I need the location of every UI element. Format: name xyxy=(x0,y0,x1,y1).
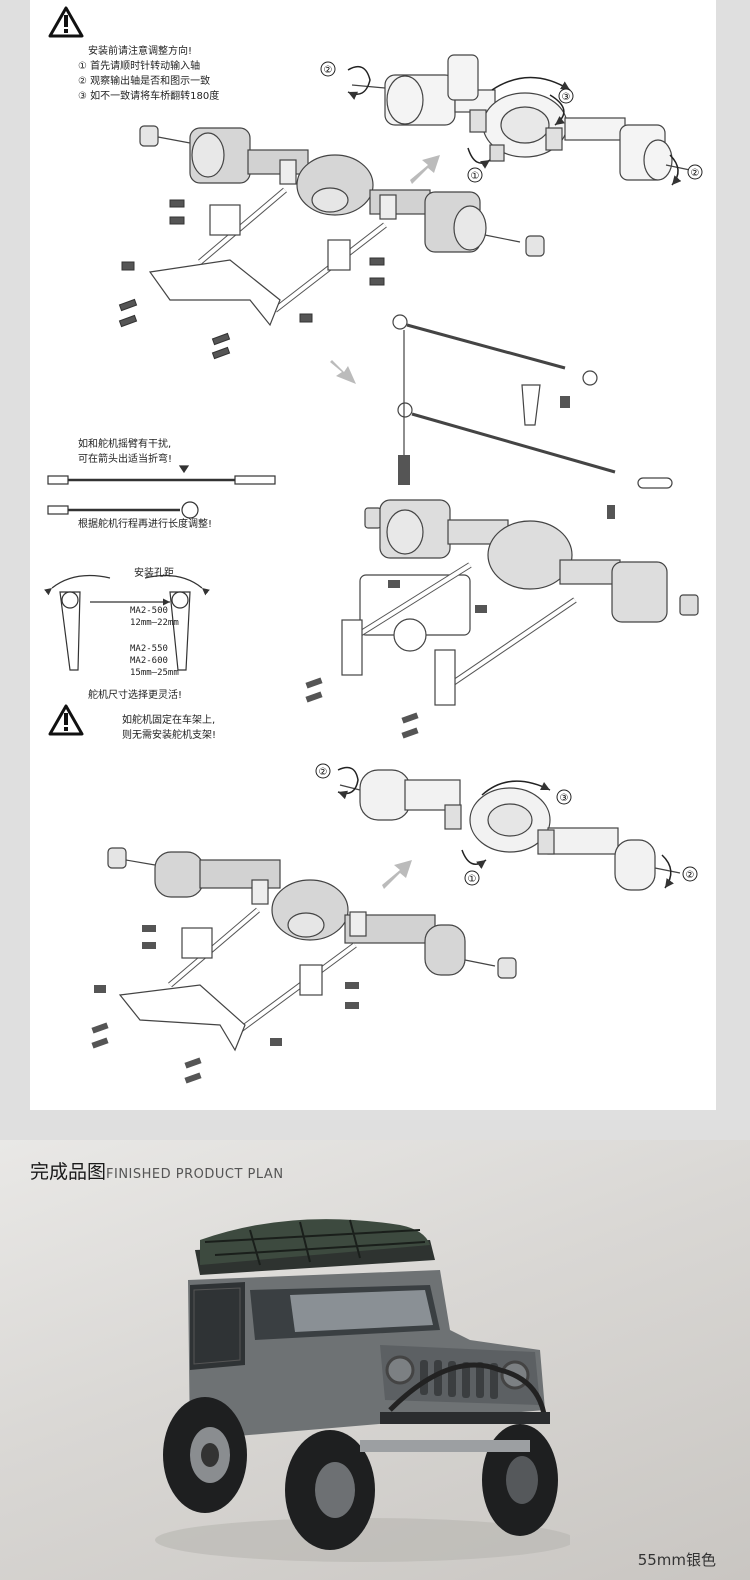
screws-group-3 xyxy=(91,925,359,1084)
spec-a-range: 12mm—22mm xyxy=(130,618,179,628)
steering-assembly-figure xyxy=(341,314,699,706)
wheels xyxy=(163,1397,558,1550)
assembly-drawings: ② ③ ① ② xyxy=(44,6,703,1084)
callout-2-c: ② xyxy=(319,767,328,778)
bend-note-line-2: 可在箭头出适当折弯! xyxy=(78,454,173,465)
callout-2-d: ② xyxy=(686,870,695,881)
mount-note-line-2: 则无需安装舵机支架! xyxy=(122,730,217,741)
screws-group-1 xyxy=(118,199,385,360)
servo-note: 舵机尺寸选择更灵活! xyxy=(88,690,183,701)
hole-pitch-title: 安装孔距 xyxy=(134,568,174,579)
rotation-arrows-2 xyxy=(337,766,674,889)
bend-note: 如和舵机摇臂有干扰, 可在箭头出适当折弯! xyxy=(78,437,172,467)
mount-note: 如舵机固定在车架上, 则无需安装舵机支架! xyxy=(122,713,216,743)
rotation-arrows-1 xyxy=(347,65,682,186)
section-title: 完成品图FINISHED PRODUCT PLAN xyxy=(30,1157,284,1184)
axle-link-figure-2 xyxy=(107,847,517,1052)
finished-product-section: 完成品图FINISHED PRODUCT PLAN xyxy=(0,1140,750,1580)
callout-2-b: ② xyxy=(691,168,700,179)
warning-title: 安装前请注意调整方向! xyxy=(88,46,193,57)
step-3: ③ 如不一致请将车桥翻转180度 xyxy=(78,91,220,102)
callout-1-b: ① xyxy=(468,874,477,885)
axle-orientation-figure-1 xyxy=(351,54,691,181)
section-title-en: FINISHED PRODUCT PLAN xyxy=(106,1167,284,1182)
mount-note-line-1: 如舵机固定在车架上, xyxy=(122,715,216,726)
screws-group-2 xyxy=(305,396,615,739)
step-2: ② 观察输出轴是否和图示一致 xyxy=(78,76,211,87)
callout-3-a: ③ xyxy=(562,92,571,103)
finished-truck-photo xyxy=(155,1219,570,1562)
callout-2-a: ② xyxy=(324,65,333,76)
callout-3-b: ③ xyxy=(560,793,569,804)
spec-b-model-2: MA2-600 xyxy=(130,656,168,666)
direction-arrow-2 xyxy=(330,360,356,384)
section-title-zh: 完成品图 xyxy=(30,1161,107,1183)
direction-arrow-3 xyxy=(382,860,412,889)
spec-b-model-1: MA2-550 xyxy=(130,644,168,654)
spec-b-range: 15mm—25mm xyxy=(130,668,179,678)
direction-arrow-1 xyxy=(410,155,440,184)
product-caption: 55mm银色 xyxy=(637,1551,716,1569)
spec-a-model: MA2-500 xyxy=(130,606,168,616)
assembly-instruction-sheet: ② ③ ① ② xyxy=(30,0,716,1110)
rod-bend-illustration xyxy=(47,465,276,519)
axle-link-figure-1 xyxy=(139,125,545,327)
servo-horn-illustration xyxy=(44,575,210,671)
warning-icon-small xyxy=(48,704,84,736)
axle-orientation-figure-2 xyxy=(339,769,681,891)
bend-note-line-1: 如和舵机摇臂有干扰, xyxy=(78,439,172,450)
orientation-warning-text: 安装前请注意调整方向! ① 首先请顺时针转动输入轴 ② 观察输出轴是否和图示一致… xyxy=(78,44,219,104)
step-1: ① 首先请顺时针转动输入轴 xyxy=(78,61,201,72)
callout-1-a: ① xyxy=(471,171,480,182)
length-note: 根据舵机行程再进行长度调整! xyxy=(78,519,213,530)
warning-icon xyxy=(48,6,84,38)
